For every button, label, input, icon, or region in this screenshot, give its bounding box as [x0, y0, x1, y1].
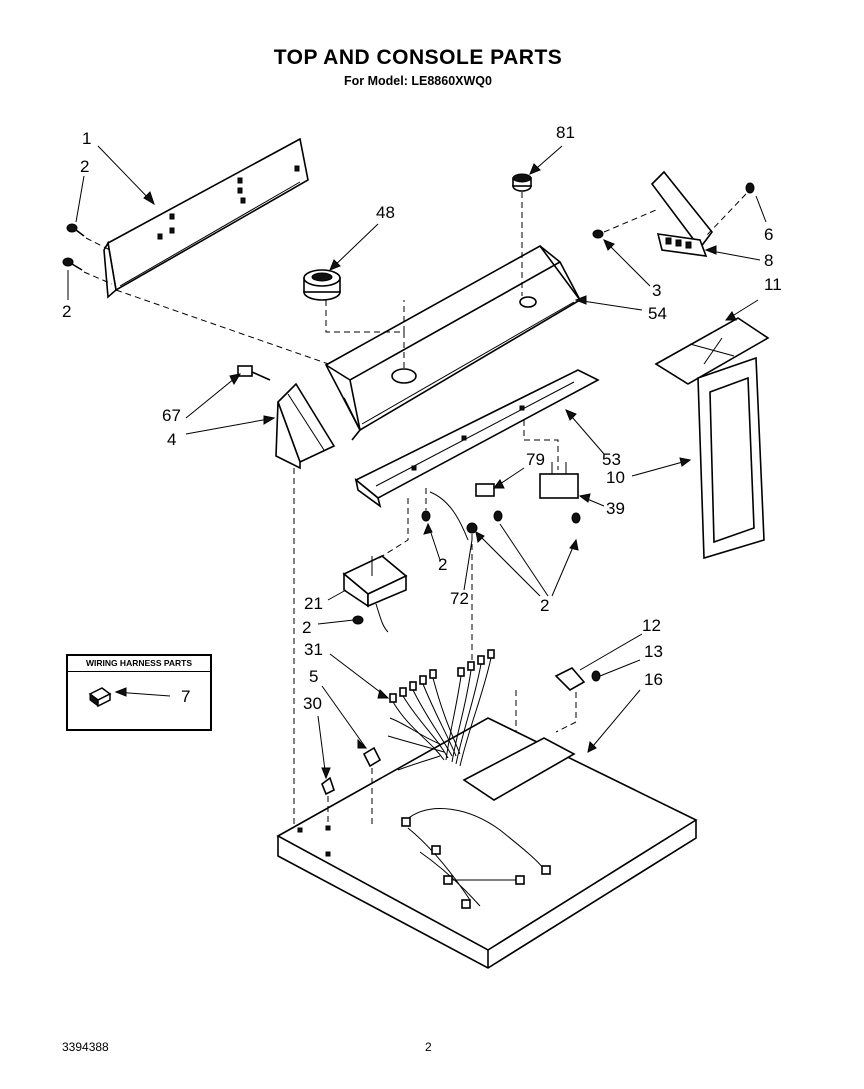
callout-2a: 2: [80, 157, 90, 176]
callout-1: 1: [82, 129, 92, 148]
small-knob-part: [512, 173, 532, 296]
callout-48: 48: [376, 203, 395, 222]
callout-2b: 2: [62, 302, 72, 321]
callout-2c: 2: [438, 555, 448, 574]
timer-part: [342, 498, 409, 633]
console-base-part: [354, 369, 600, 508]
leader-lines: [67, 145, 767, 779]
callout-8: 8: [764, 251, 774, 270]
page-title: TOP AND CONSOLE PARTS: [273, 46, 563, 69]
cabinet-top-part: [276, 717, 698, 969]
callout-2d: 2: [540, 596, 550, 615]
callout-2e: 2: [302, 618, 312, 637]
frame-panel-part: [697, 356, 765, 560]
switch-part-39: [539, 462, 581, 524]
screw-parts-left: [62, 223, 113, 285]
wiring-harness-legend: WIRING HARNESS PARTS 7: [66, 654, 212, 731]
callout-39: 39: [606, 499, 625, 518]
callout-72: 72: [450, 589, 469, 608]
end-cap-part: [237, 365, 336, 838]
callout-21: 21: [304, 594, 323, 613]
knob-part: [303, 269, 405, 370]
model-subtitle: For Model: LE8860XWQ0: [344, 74, 492, 88]
arrow-heads: [114, 163, 737, 780]
callout-11: 11: [764, 275, 782, 294]
lid-panel-part: [654, 317, 770, 385]
wiring-harness-part: [387, 649, 551, 909]
console-housing-part: [324, 244, 582, 441]
connector-icon: [88, 687, 112, 708]
callout-30: 30: [303, 694, 322, 713]
callout-81: 81: [556, 123, 575, 142]
clip-part: [475, 483, 495, 497]
legend-part-number: 7: [181, 687, 191, 706]
legend-title: WIRING HARNESS PARTS: [68, 656, 210, 672]
hinge-part: [515, 667, 601, 782]
callout-31: 31: [304, 640, 323, 659]
console-screws: [421, 488, 503, 660]
callout-3: 3: [652, 281, 662, 300]
callout-54: 54: [648, 304, 667, 323]
callout-67: 67: [162, 406, 181, 425]
callout-16: 16: [644, 670, 663, 689]
callout-10: 10: [606, 468, 625, 487]
rear-bracket-part: [103, 137, 309, 299]
callout-12: 12: [642, 616, 661, 635]
callout-4: 4: [167, 430, 177, 449]
callout-53: 53: [602, 450, 621, 469]
callout-5: 5: [309, 667, 319, 686]
document-number: 3394388: [62, 1040, 109, 1054]
connector-parts: [321, 746, 382, 828]
switch-assembly-part: [592, 170, 755, 257]
callout-13: 13: [644, 642, 663, 661]
callout-79: 79: [526, 450, 545, 469]
page-number: 2: [425, 1040, 432, 1054]
callout-6: 6: [764, 225, 774, 244]
